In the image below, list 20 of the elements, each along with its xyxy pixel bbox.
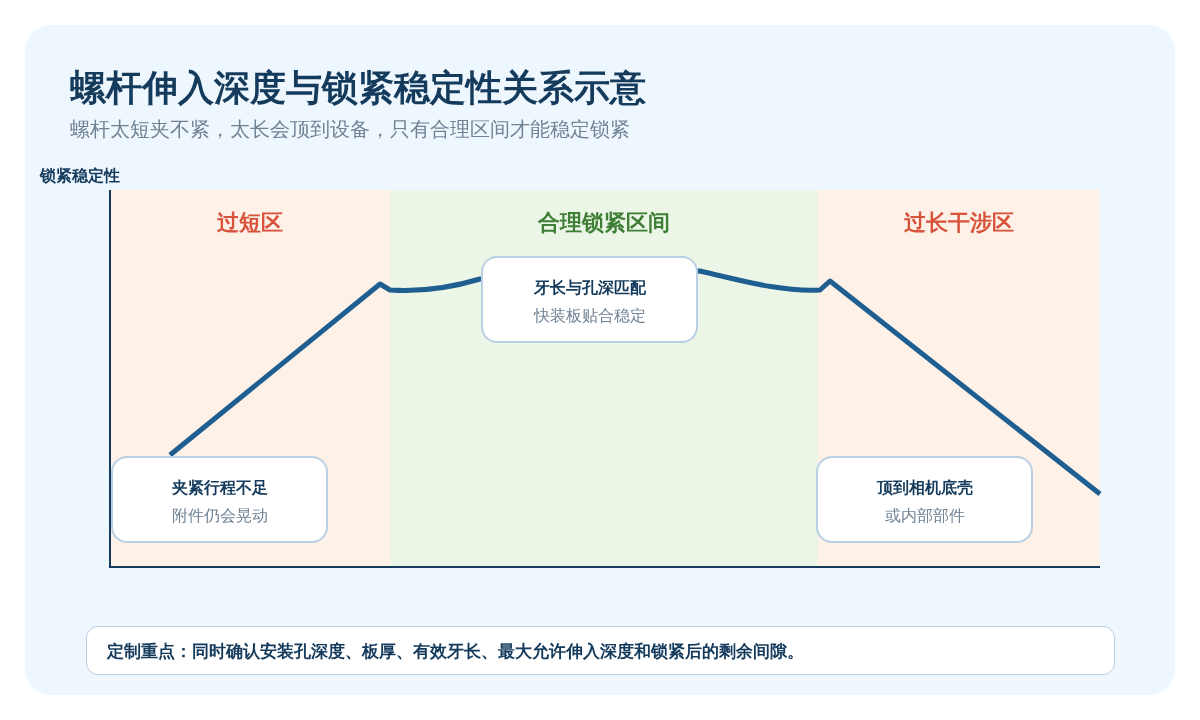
zone-band	[110, 190, 390, 567]
callout-box	[816, 456, 1033, 543]
zone-heading: 合理锁紧区间	[537, 209, 671, 237]
chart-title: 螺杆伸入深度与锁紧稳定性关系示意	[70, 66, 646, 110]
zone-band	[818, 190, 1100, 567]
note-text: 定制重点：同时确认安装孔深度、板厚、有效牙长、最大允许伸入深度和锁紧后的剩余间隙。	[107, 640, 804, 663]
zone-heading: 过长干涉区	[903, 209, 1015, 237]
callout-detail: 或内部部件	[883, 506, 966, 527]
axis-label: 锁紧稳定性	[40, 166, 120, 187]
callout-heading: 牙长与孔深匹配	[532, 278, 647, 299]
callout-box	[481, 256, 698, 343]
callout-detail: 附件仍会晃动	[170, 506, 269, 527]
callout-heading: 顶到相机底壳	[875, 478, 974, 499]
callout-box	[111, 456, 328, 543]
note-box	[86, 626, 1115, 675]
subtitle: 螺杆太短夹不紧，太长会顶到设备，只有合理区间才能稳定锁紧	[70, 116, 630, 143]
callout-heading: 夹紧行程不足	[170, 478, 269, 499]
zone-heading: 过短区	[216, 209, 284, 237]
zone-band	[390, 190, 818, 567]
callout-detail: 快装板贴合稳定	[532, 306, 647, 327]
